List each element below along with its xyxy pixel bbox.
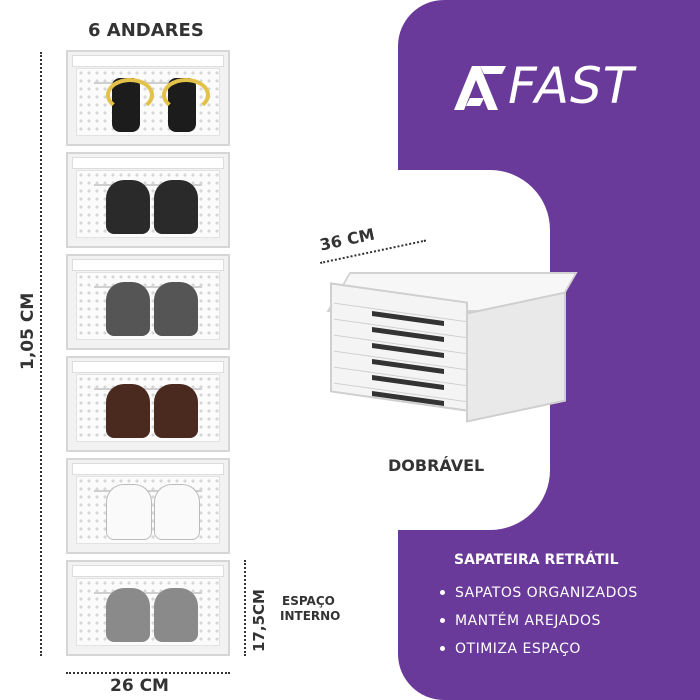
feature-item-1-label: SAPATOS ORGANIZADOS <box>455 585 638 601</box>
width-label: 26 CM <box>110 676 169 696</box>
drawer-height-dimension-line <box>244 560 246 656</box>
feature-item-2: MANTÉM AREJADOS <box>440 613 601 629</box>
drawer-1 <box>66 50 230 146</box>
drawer-note-line1: ESPAÇO <box>282 594 335 608</box>
height-dimension-line <box>40 52 42 656</box>
folded-box-image <box>326 272 578 442</box>
shoe-tower-image <box>66 50 230 658</box>
bullet-icon <box>440 589 445 595</box>
brand-logo: FAST <box>450 58 650 118</box>
drawer-note-line2: INTERNO <box>280 609 341 623</box>
feature-item-3-label: OTIMIZA ESPAÇO <box>455 641 581 657</box>
feature-item-2-label: MANTÉM AREJADOS <box>455 613 601 629</box>
drawer-6 <box>66 560 230 656</box>
drawer-2 <box>66 152 230 248</box>
drawer-4 <box>66 356 230 452</box>
bullet-icon <box>440 645 445 651</box>
brand-logo-text: FAST <box>508 57 635 115</box>
brand-logo-mark-icon <box>454 66 506 110</box>
folded-caption: DOBRÁVEL <box>388 456 485 475</box>
drawer-5 <box>66 458 230 554</box>
feature-item-3: OTIMIZA ESPAÇO <box>440 641 581 657</box>
bullet-icon <box>440 617 445 623</box>
width-dimension-line <box>66 672 230 674</box>
feature-item-1: SAPATOS ORGANIZADOS <box>440 585 638 601</box>
tower-title: 6 ANDARES <box>88 20 204 41</box>
features-title: SAPATEIRA RETRÁTIL <box>454 552 619 568</box>
height-label: 1,05 CM <box>18 292 38 370</box>
drawer-3 <box>66 254 230 350</box>
drawer-height-label: 17,5CM <box>250 589 268 652</box>
